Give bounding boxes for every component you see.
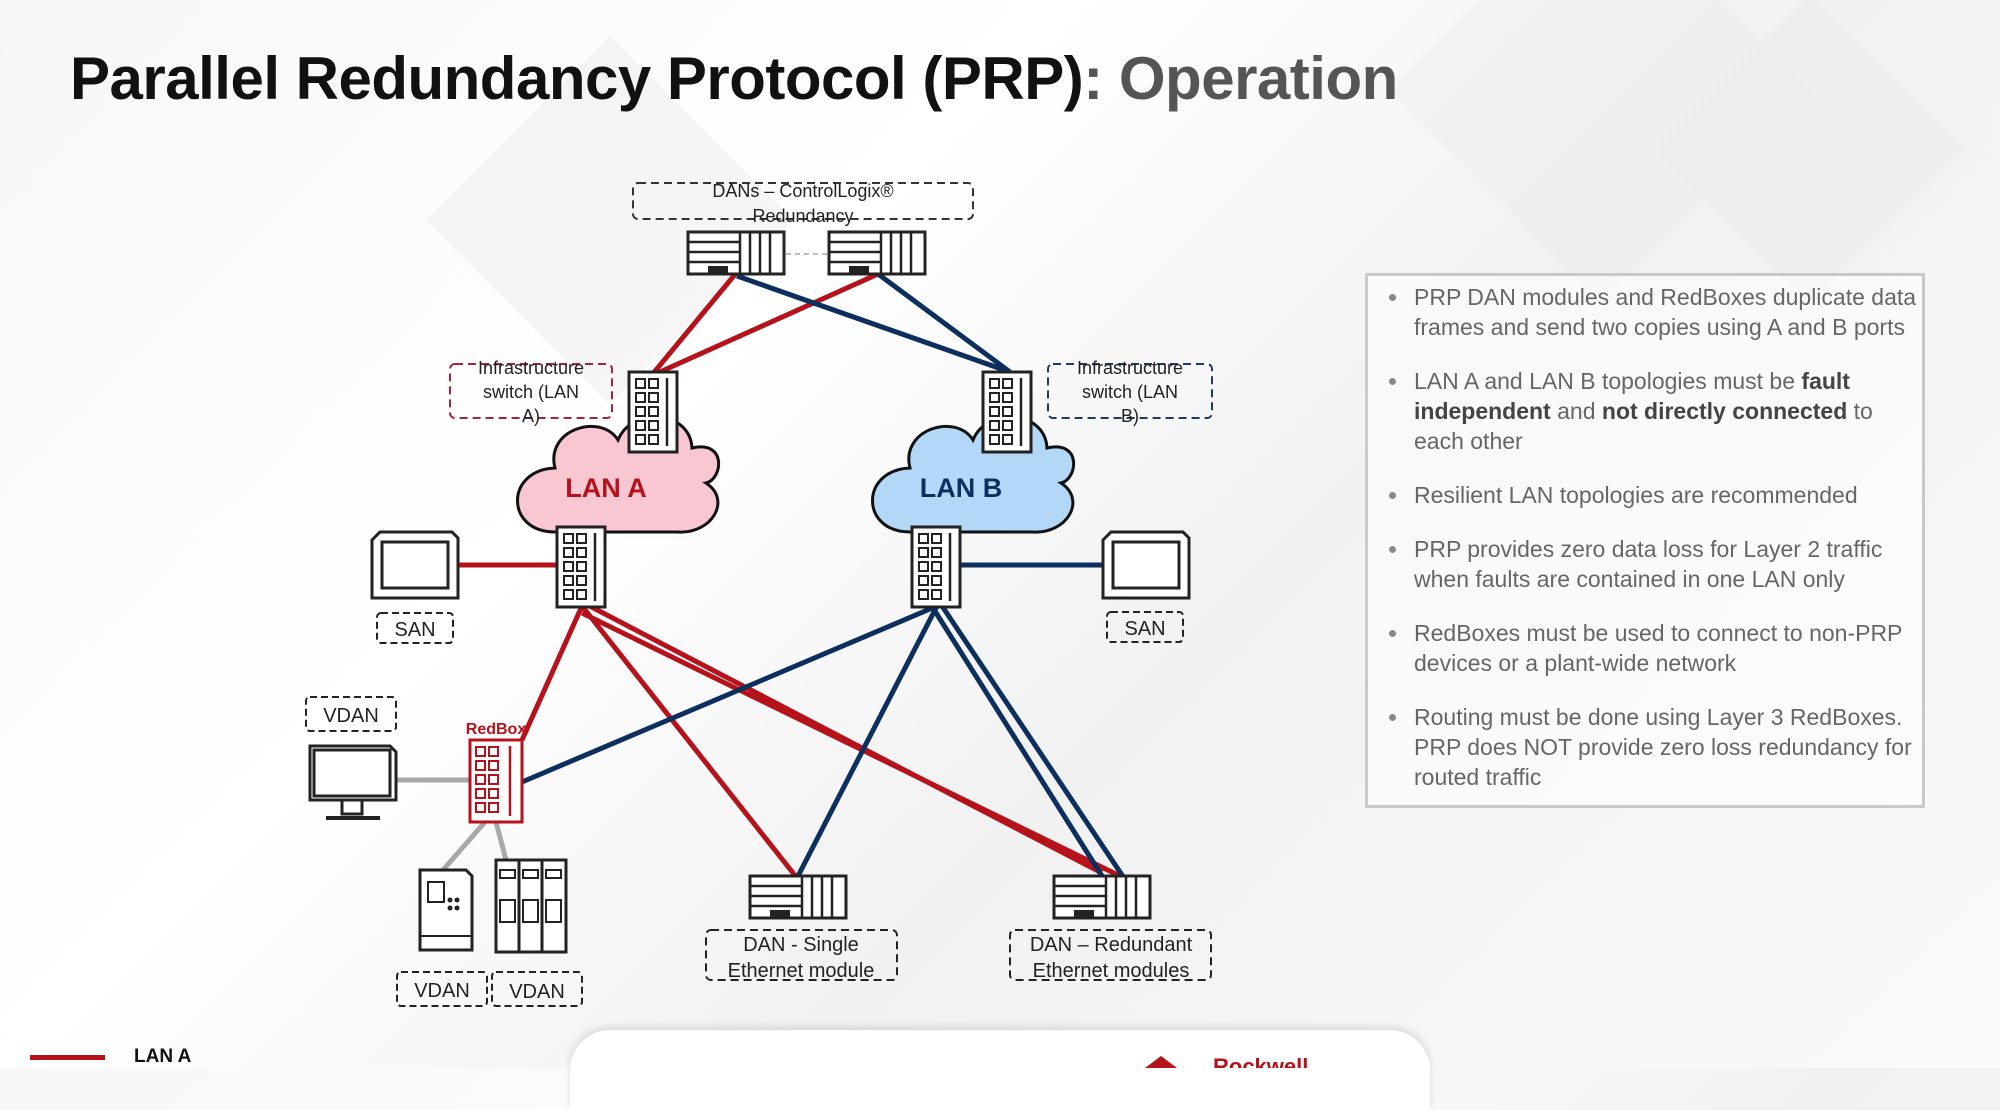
dans-label-line1: DANs – ControlLogix®: [712, 181, 893, 201]
drive-icon: [418, 868, 474, 952]
rockwell-logo: Rockwell: [1145, 1054, 1308, 1068]
san-right-label-box: [1106, 611, 1184, 643]
link-lan-b: [736, 273, 1011, 375]
link-lan-a: [649, 271, 880, 379]
bullet-item: PRP DAN modules and RedBoxes duplicate d…: [1410, 282, 1923, 342]
link-lan-a: [519, 604, 585, 742]
controllogix-chassis-icon: [827, 230, 927, 276]
lan-a-label: LAN A: [565, 473, 647, 503]
redbox-label: RedBox: [466, 721, 527, 738]
dan-redundant-chassis-icon: [1052, 874, 1152, 920]
infra-switch-a-line1: Infrastructure: [478, 358, 584, 378]
infra-switch-b-icon: [981, 370, 1033, 454]
svg-text:Rockwell: Rockwell: [1213, 1054, 1308, 1068]
monitor-icon: [308, 744, 398, 820]
san-right-hmi-icon: [1101, 530, 1191, 600]
dan-single-line1: DAN - Single: [743, 934, 859, 956]
link-lan-b: [521, 603, 938, 785]
lan-a-switch-icon: [555, 525, 607, 609]
san-left-label-box: [376, 612, 454, 644]
lan-b-label: LAN B: [920, 473, 1003, 503]
dan-redundant-label-box: [1009, 929, 1212, 981]
io-modules-icon: [494, 858, 568, 954]
dan-single-chassis-icon: [748, 874, 848, 920]
dan-single-label-box: [705, 929, 898, 981]
vdan-top-label: VDAN: [323, 705, 379, 727]
infra-switch-a-line2: switch (LAN: [483, 382, 579, 402]
footer-bar: [570, 1030, 1430, 1110]
lan-b-switch-icon: [910, 525, 962, 609]
san-left-hmi-icon: [370, 530, 460, 600]
legend-lan-a-swatch: [30, 1055, 105, 1060]
san-left-label: SAN: [394, 619, 435, 641]
link-vdan: [493, 821, 509, 861]
infra-switch-a-label-box: [449, 363, 613, 419]
bullet-item: Routing must be done using Layer 3 RedBo…: [1410, 702, 1923, 792]
bullet-item: PRP provides zero data loss for Layer 2 …: [1410, 534, 1923, 594]
dans-label-line2: Redundancy: [752, 206, 853, 226]
redbox-icon: [468, 738, 524, 824]
san-right-label: SAN: [1124, 618, 1165, 640]
link-lan-a: [649, 270, 739, 378]
link-vdan: [441, 820, 487, 872]
bullet-list: PRP DAN modules and RedBoxes duplicate d…: [1378, 282, 1923, 816]
vdan-bottom-2-label-box: [491, 971, 583, 1007]
dan-redundant-line1: DAN – Redundant: [1030, 934, 1193, 956]
title-separator: :: [1083, 45, 1103, 112]
infra-switch-a-line3: A): [522, 406, 540, 426]
bullet-item: RedBoxes must be used to connect to non-…: [1410, 618, 1923, 678]
vdan-bottom-1-label-box: [396, 971, 488, 1007]
infra-switch-b-line3: B): [1121, 406, 1139, 426]
title-main: Parallel Redundancy Protocol (PRP): [70, 45, 1084, 112]
vdan-bottom-2-label: VDAN: [509, 981, 565, 1003]
page-title: Parallel Redundancy Protocol (PRP): Oper…: [70, 44, 1398, 113]
dans-label-box: [632, 182, 974, 220]
link-lan-b: [930, 606, 1105, 878]
info-box: [1365, 273, 1925, 808]
controllogix-chassis-icon: [686, 230, 786, 276]
link-lan-a: [580, 610, 1126, 881]
bullet-item: Resilient LAN topologies are recommended: [1410, 480, 1923, 510]
prp-network-diagram: DANs – ControlLogix® Redundancy Infrastr…: [305, 181, 1213, 1007]
legend-lan-a-label: LAN A: [134, 1046, 192, 1067]
infra-switch-b-line1: Infrastructure: [1077, 358, 1183, 378]
link-lan-b: [876, 271, 1012, 375]
infra-switch-b-label-box: [1047, 363, 1213, 419]
bullet-item: LAN A and LAN B topologies must be fault…: [1410, 366, 1923, 456]
infra-switch-b-line2: switch (LAN: [1082, 382, 1178, 402]
vdan-top-label-box: [305, 696, 397, 732]
dan-redundant-line2: Ethernet modules: [1033, 960, 1190, 982]
title-subtitle: Operation: [1118, 45, 1398, 112]
link-lan-b: [794, 604, 940, 880]
link-lan-b: [939, 604, 1127, 880]
infra-switch-a-icon: [627, 370, 679, 454]
vdan-bottom-1-label: VDAN: [414, 980, 470, 1002]
dan-single-line2: Ethernet module: [728, 960, 875, 982]
link-lan-a: [580, 604, 799, 880]
